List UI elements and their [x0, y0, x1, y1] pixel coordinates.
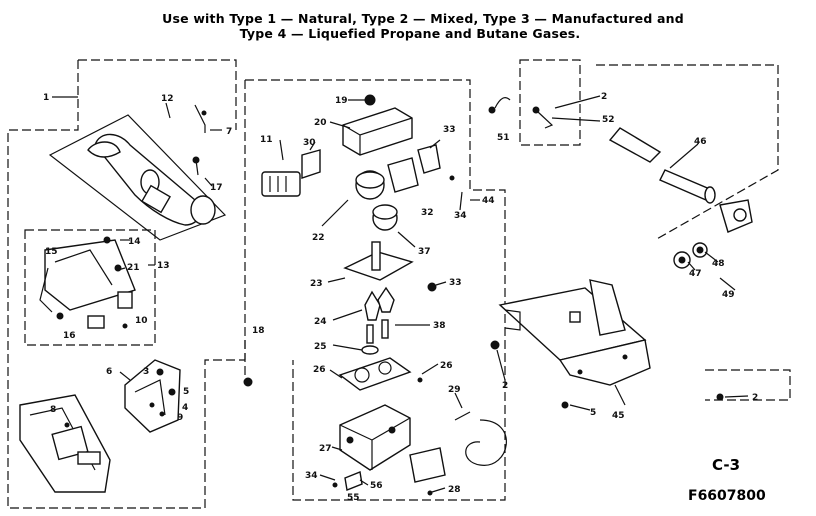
callout-19: 19	[335, 96, 348, 106]
callout-24: 24	[314, 317, 327, 327]
page-code: C-3	[712, 456, 740, 474]
callout-23: 23	[310, 279, 323, 289]
callout-2b: 2	[502, 381, 508, 391]
callout-16: 16	[63, 331, 76, 341]
callout-47: 47	[689, 269, 702, 279]
valve-stack	[261, 94, 507, 496]
switch-group	[124, 359, 181, 433]
screw-18	[243, 340, 253, 387]
callout-52: 52	[602, 115, 615, 125]
callout-28: 28	[448, 485, 461, 495]
callout-5b: 5	[590, 408, 596, 418]
callout-49: 49	[722, 290, 735, 300]
callout-55: 55	[347, 493, 360, 503]
callout-38: 38	[433, 321, 446, 331]
callout-29: 29	[448, 385, 461, 395]
drawing-number: F6607800	[688, 488, 766, 504]
callout-11: 11	[260, 135, 273, 145]
callout-13: 13	[157, 261, 170, 271]
callout-2a: 2	[601, 92, 607, 102]
callout-37: 37	[418, 247, 431, 257]
callout-30: 30	[303, 138, 316, 148]
callout-18: 18	[252, 326, 265, 336]
callout-33: 33	[443, 125, 456, 135]
callout-21: 21	[127, 263, 140, 273]
callout-22: 22	[312, 233, 325, 243]
callout-20: 20	[314, 118, 327, 128]
callout-5: 5	[183, 387, 189, 397]
callout-14: 14	[128, 237, 141, 247]
callout-45: 45	[612, 411, 625, 421]
callout-17: 17	[210, 183, 223, 193]
callout-15: 15	[45, 247, 58, 257]
callout-2c: 2	[752, 393, 758, 403]
callout-1: 1	[43, 93, 49, 103]
callout-26: 26	[313, 365, 326, 375]
pilot-assembly	[24, 229, 156, 346]
callout-7: 7	[226, 127, 232, 137]
diagram-title-line-1: Use with Type 1 — Natural, Type 2 — Mixe…	[162, 11, 684, 26]
callout-10: 10	[135, 316, 148, 326]
callout-48: 48	[712, 259, 725, 269]
callout-32: 32	[421, 208, 434, 218]
control-bracket	[19, 394, 111, 493]
pipe-and-fittings	[488, 97, 753, 269]
callout-4: 4	[182, 403, 188, 413]
callout-12: 12	[161, 94, 174, 104]
callout-34: 34	[454, 211, 467, 221]
callout-6: 6	[106, 367, 112, 377]
callout-44: 44	[482, 196, 495, 206]
callout-34b: 34	[305, 471, 318, 481]
callout-8: 8	[50, 405, 56, 415]
callout-9: 9	[177, 413, 183, 423]
callout-33b: 33	[449, 278, 462, 288]
callout-25: 25	[314, 342, 327, 352]
mounting-bracket	[490, 279, 724, 409]
diagram-title-line-2: Type 4 — Liquefied Propane and Butane Ga…	[239, 26, 581, 41]
group-outlines	[7, 59, 791, 509]
callout-3: 3	[143, 367, 149, 377]
callout-51: 51	[497, 133, 510, 143]
callout-46: 46	[694, 137, 707, 147]
callout-26b: 26	[440, 361, 453, 371]
leader-lines	[52, 95, 749, 493]
callout-56: 56	[370, 481, 383, 491]
callout-labels: 1 12 7 17 14 15 13 21 10 16 6 3 4 5 9 8 …	[43, 92, 758, 503]
callout-27: 27	[319, 444, 332, 454]
burner-tube-assembly	[48, 104, 227, 241]
